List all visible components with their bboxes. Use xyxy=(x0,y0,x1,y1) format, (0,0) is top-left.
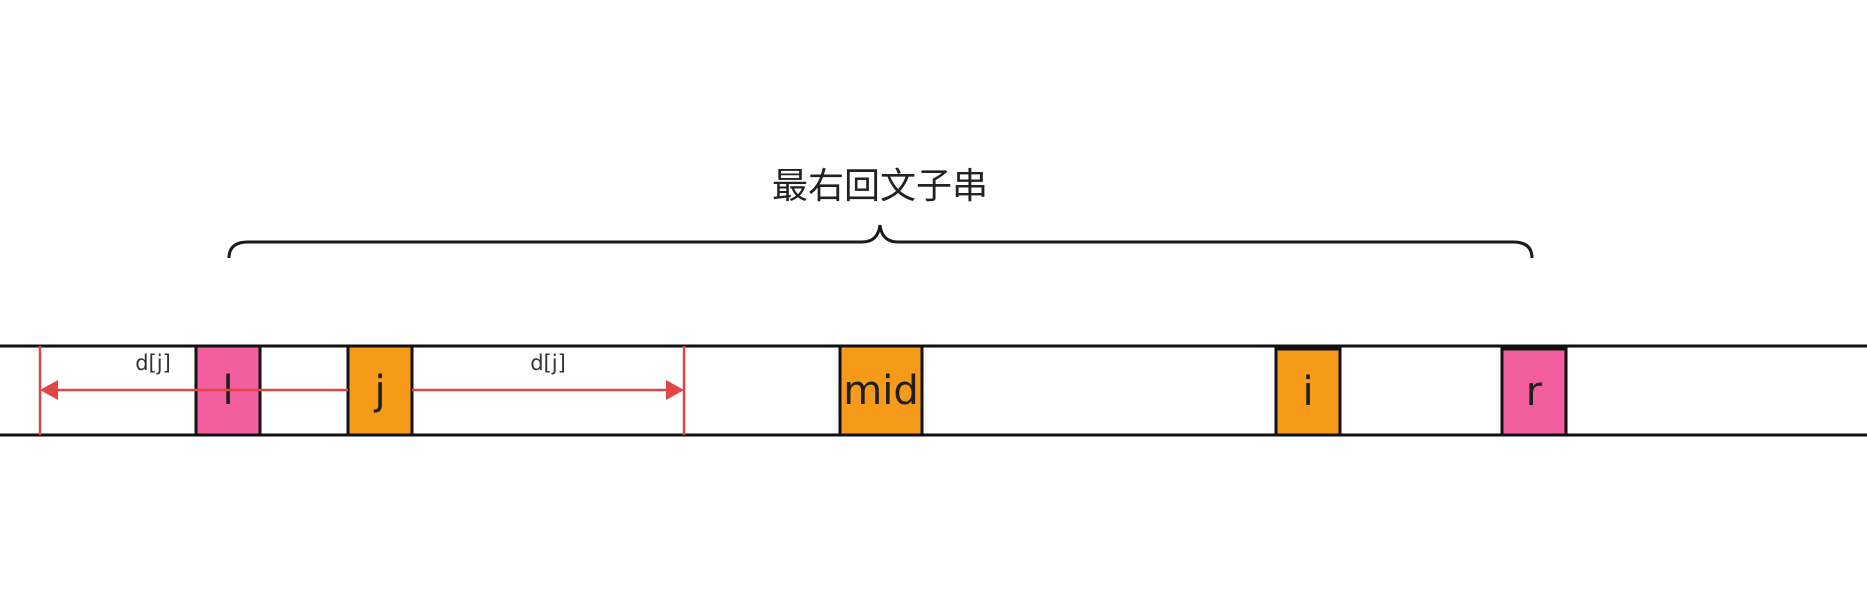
cell-i-box xyxy=(1274,347,1342,437)
cell-mid-box xyxy=(838,344,924,437)
cell-j-box xyxy=(346,344,414,437)
cell-j: j xyxy=(346,344,414,437)
left-arrow-label: d[j] xyxy=(135,351,171,375)
palindrome-brace xyxy=(227,224,1534,259)
cell-r-label: r xyxy=(1526,369,1543,415)
cell-r: r xyxy=(1500,347,1568,437)
cell-j-label: j xyxy=(373,368,385,414)
cell-r-box xyxy=(1500,347,1568,437)
cell-mid-label: mid xyxy=(843,368,918,414)
cell-mid: mid xyxy=(838,344,924,437)
right-arrow-label: d[j] xyxy=(530,351,566,375)
diagram-title: 最右回文子串 xyxy=(772,166,988,207)
cell-i-label: i xyxy=(1302,369,1313,415)
left-radius-arrow: d[j] xyxy=(40,351,348,400)
left-arrow-head xyxy=(40,380,58,400)
right-arrow-head xyxy=(666,380,684,400)
right-radius-arrow: d[j] xyxy=(412,351,684,400)
cell-i: i xyxy=(1274,347,1342,437)
